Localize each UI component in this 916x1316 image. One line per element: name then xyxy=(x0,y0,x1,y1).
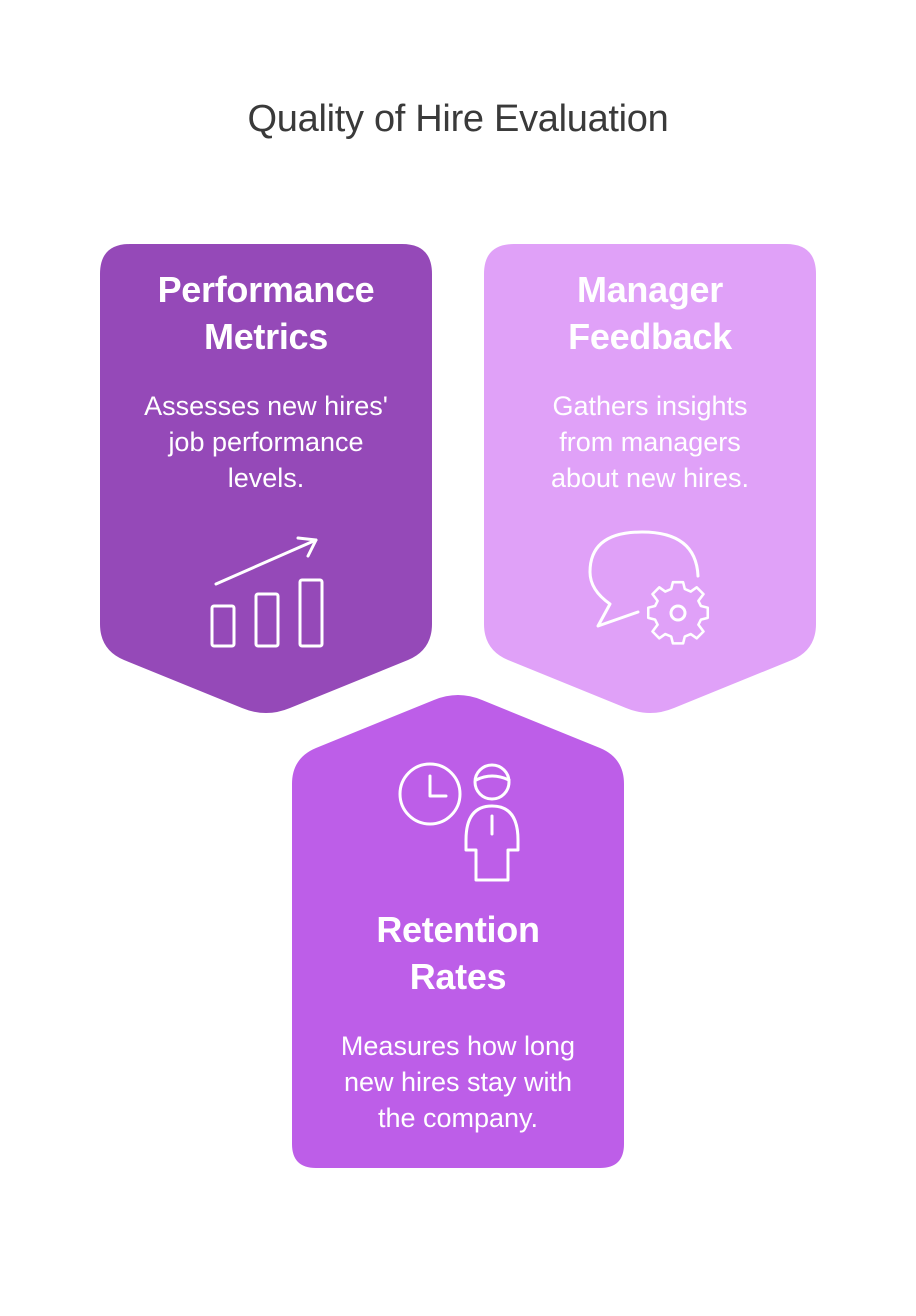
manager-card-shape xyxy=(484,244,816,713)
performance-description-line: Assesses new hires' xyxy=(144,391,388,421)
performance-description-line: job performance xyxy=(168,427,364,457)
page-title: Quality of Hire Evaluation xyxy=(247,98,669,140)
manager-heading-line: Feedback xyxy=(568,316,732,357)
retention-heading: Retention Rates xyxy=(292,906,624,1000)
retention-card-shape xyxy=(292,695,624,1168)
manager-card: Manager Feedback Gathers insights from m… xyxy=(484,266,816,496)
manager-description-line: from managers xyxy=(559,427,741,457)
clock-person-icon xyxy=(398,762,520,882)
manager-description-line: about new hires. xyxy=(550,463,750,493)
performance-heading: Performance Metrics xyxy=(100,266,432,360)
retention-heading-line: Retention xyxy=(376,909,540,950)
retention-description-line: new hires stay with xyxy=(343,1067,573,1097)
performance-heading-line: Metrics xyxy=(204,316,328,357)
manager-description: Gathers insights from managers about new… xyxy=(484,388,816,496)
speech-bubble-gear-icon xyxy=(588,530,710,645)
manager-heading: Manager Feedback xyxy=(484,266,816,360)
performance-card: Performance Metrics Assesses new hires' … xyxy=(100,266,432,496)
performance-description: Assesses new hires' job performance leve… xyxy=(100,388,432,496)
performance-description-line: levels. xyxy=(227,463,305,493)
manager-heading-line: Manager xyxy=(577,269,723,310)
retention-description-line: the company. xyxy=(377,1103,539,1133)
bar-chart-growth-icon xyxy=(210,536,324,648)
retention-heading-line: Rates xyxy=(409,956,507,997)
retention-description-line: Measures how long xyxy=(340,1031,576,1061)
performance-heading-line: Performance xyxy=(157,269,375,310)
manager-description-line: Gathers insights xyxy=(552,391,748,421)
retention-description: Measures how long new hires stay with th… xyxy=(292,1028,624,1136)
retention-card: Retention Rates Measures how long new hi… xyxy=(292,906,624,1136)
performance-card-shape xyxy=(100,244,432,713)
